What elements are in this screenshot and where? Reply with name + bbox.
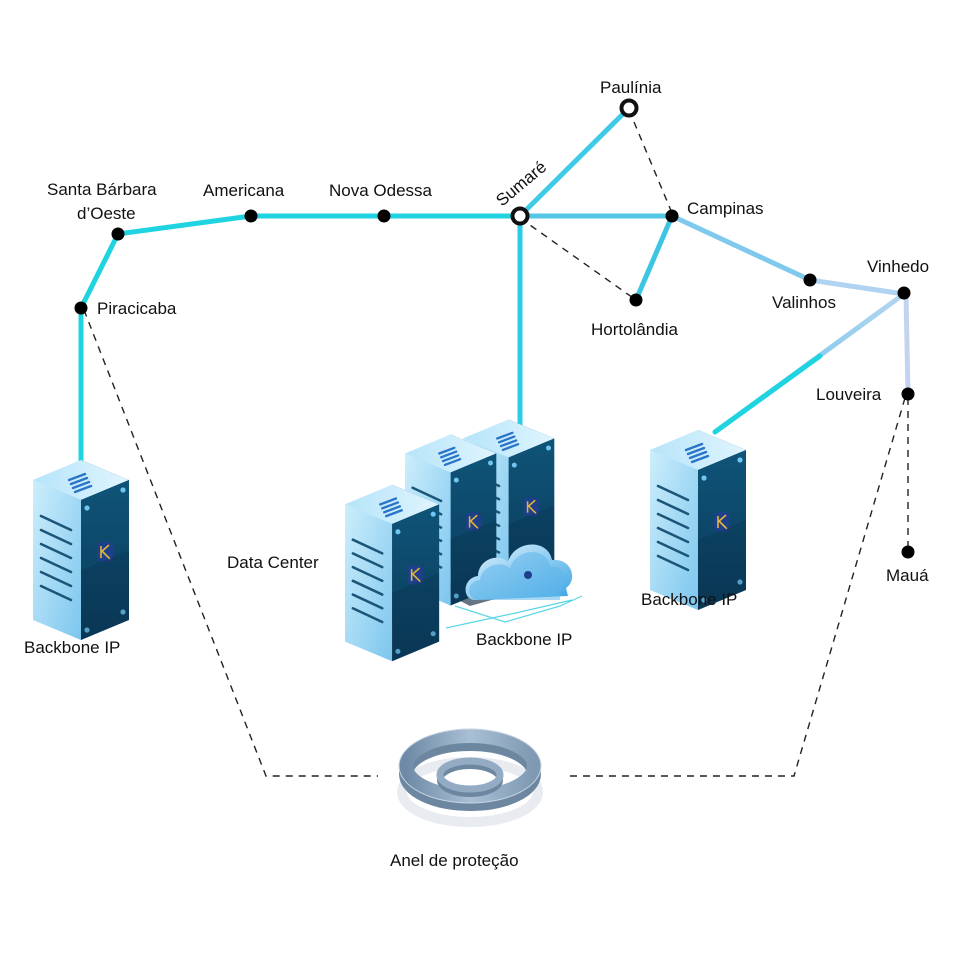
label-americana: Americana bbox=[203, 181, 285, 200]
label-piracicaba: Piracicaba bbox=[97, 299, 177, 318]
node-paulinia-hub[interactable] bbox=[619, 98, 639, 118]
node-piracicaba[interactable] bbox=[74, 301, 88, 315]
node-sumare-hub[interactable] bbox=[510, 206, 530, 226]
node-americana[interactable] bbox=[244, 209, 258, 223]
label-louveira: Louveira bbox=[816, 385, 882, 404]
label-santa-barbara-line2: d’Oeste bbox=[77, 204, 136, 223]
cloud-logo-icon bbox=[524, 571, 532, 579]
link-valinhos-vinhedo bbox=[807, 277, 907, 297]
label-nova-odessa: Nova Odessa bbox=[329, 181, 433, 200]
dashed-link-sumare-hortolandia bbox=[519, 217, 637, 301]
link-vinhedo-server-right-core bbox=[712, 353, 823, 435]
node-hortolandia[interactable] bbox=[629, 293, 643, 307]
dashed-links bbox=[83, 109, 909, 777]
node-campinas[interactable] bbox=[665, 209, 679, 223]
protection-ring-icon bbox=[397, 728, 543, 827]
server-right[interactable] bbox=[648, 428, 748, 612]
server-left[interactable] bbox=[31, 458, 131, 642]
label-sumare: Sumaré bbox=[492, 157, 550, 210]
node-nova-odessa[interactable] bbox=[377, 209, 391, 223]
link-campinas-valinhos bbox=[669, 213, 813, 283]
label-valinhos: Valinhos bbox=[772, 293, 836, 312]
cloud-icon bbox=[445, 544, 583, 629]
link-campinas-hortolandia bbox=[633, 213, 675, 303]
link-santa-barbara-americana bbox=[115, 213, 254, 237]
label-campinas: Campinas bbox=[687, 199, 764, 218]
label-paulinia: Paulínia bbox=[600, 78, 662, 97]
nodes bbox=[74, 98, 915, 559]
label-maua: Mauá bbox=[886, 566, 929, 585]
label-server-right: Backbone IP bbox=[641, 590, 737, 609]
node-santa-barbara[interactable] bbox=[111, 227, 125, 241]
label-vinhedo: Vinhedo bbox=[867, 257, 929, 276]
server-icon bbox=[31, 458, 131, 642]
label-datacenter-backbone: Backbone IP bbox=[476, 630, 572, 649]
node-valinhos[interactable] bbox=[803, 273, 817, 287]
dashed-link-piracicaba-ring bbox=[83, 309, 378, 777]
link-vinhedo-louveira bbox=[903, 291, 911, 397]
server-icon bbox=[648, 428, 748, 612]
label-server-left: Backbone IP bbox=[24, 638, 120, 657]
label-santa-barbara-line1: Santa Bárbara bbox=[47, 180, 157, 199]
label-datacenter: Data Center bbox=[227, 553, 319, 572]
dashed-link-louveira-ring bbox=[568, 397, 906, 777]
label-hortolandia: Hortolândia bbox=[591, 320, 678, 339]
server-icon bbox=[343, 483, 441, 663]
datacenter-cluster[interactable] bbox=[343, 418, 583, 663]
node-vinhedo[interactable] bbox=[897, 286, 911, 300]
link-piracicaba-santa-barbara bbox=[78, 231, 121, 311]
link-sumare-paulinia bbox=[517, 105, 632, 219]
dashed-link-paulinia-campinas bbox=[628, 109, 673, 214]
node-maua[interactable] bbox=[901, 545, 915, 559]
label-ring: Anel de proteção bbox=[390, 851, 519, 870]
node-louveira[interactable] bbox=[901, 387, 915, 401]
solid-links bbox=[78, 105, 911, 473]
